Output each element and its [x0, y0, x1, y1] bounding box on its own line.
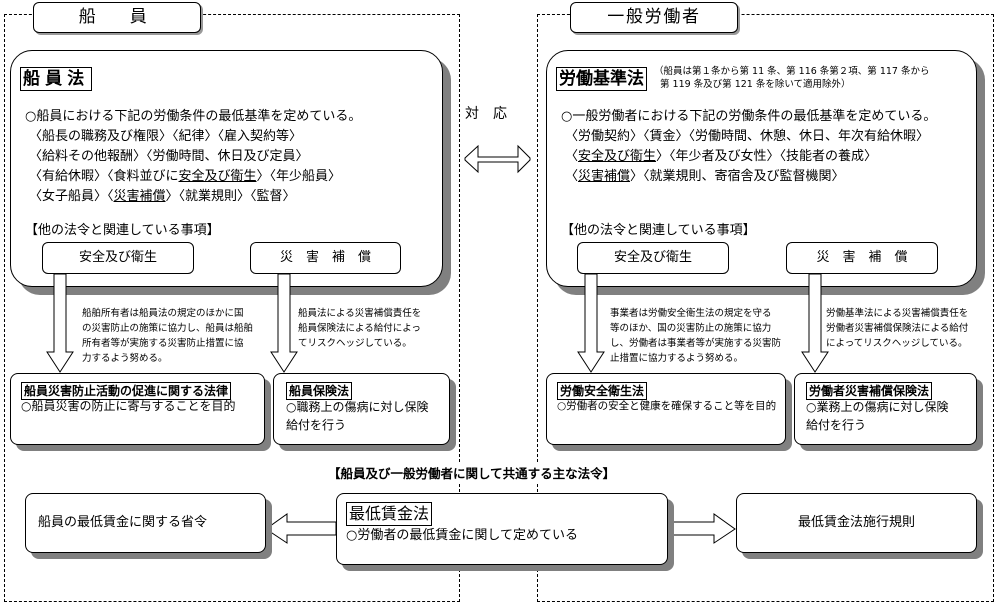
note-line: 止措置に協力するよう努める。 [610, 353, 744, 364]
labor-standards-act-intro: ○一般労働者における下記の労働条件の最低基準を定めている。 [561, 109, 937, 124]
note-line: 力するよう努める。 [82, 353, 168, 364]
law-description-line: ○職務上の傷病に対し保険 [286, 400, 429, 414]
seafarer-minimum-wage-ordinance-box: 船員の最低賃金に関する省令 [25, 493, 266, 553]
related-safety-health-box: 安全及び衛生 [577, 242, 729, 274]
down-arrow-icon [577, 273, 605, 373]
seafarer-accident-prevention-law-box: 船員災害防止活動の促進に関する法律 ○船員災害の防止に寄与することを目的 [10, 373, 265, 445]
general-worker-region [537, 14, 994, 602]
underlined-term: 安全及び衛生 [178, 169, 257, 184]
note-line: （船員は第１条から第 11 条、第 116 条第２項、第 117 条から [654, 66, 930, 77]
double-arrow-icon [464, 144, 531, 174]
note-line: 労働者災害補償保険法による給付 [826, 323, 969, 334]
law-title: 労働者災害補償保険法 [806, 382, 933, 400]
note-line: によってリスクヘッジしている。 [826, 338, 968, 349]
law-description-line: 給付を行う [286, 418, 347, 432]
line-segment: 〈労働契約〉〈賃金〉〈労働時間、休憩、休日、年次有給休暇〉 [565, 129, 930, 144]
minimum-wage-enforcement-rules-box: 最低賃金法施行規則 [736, 493, 977, 553]
law-title: 最低賃金法 [346, 502, 433, 526]
right-arrow-icon [667, 513, 736, 544]
down-arrow-icon [801, 273, 829, 373]
labor-standards-act-note: （船員は第１条から第 11 条、第 116 条第２項、第 117 条から 第 1… [654, 65, 929, 91]
law-description: ○職務上の傷病に対し保険 給付を行う [286, 398, 428, 434]
seafarer-region [4, 14, 460, 602]
workers-accident-insurance-law-box: 労働者災害補償保険法 ○業務上の傷病に対し保険 給付を行う [794, 373, 977, 445]
note-line: 所有者等が実施する災害防止措置に協 [82, 338, 244, 349]
correspondence-label: 対 応 [465, 106, 507, 122]
law-title: 船員災害防止活動の促進に関する法律 [21, 382, 232, 400]
condition-line: 〈女子船員〉〈災害補償〉〈就業規則〉〈監督〉 [29, 187, 341, 207]
line-segment: 〈給料その他報酬〉〈労働時間、休日及び定員〉 [29, 149, 309, 164]
note-line: の災害防止の施策に協力し、船員は船舶 [82, 323, 254, 334]
condition-line: 〈災害補償〉〈就業規則、寄宿舎及び監督機関〉 [565, 167, 929, 187]
law-description-line: ○業務上の傷病に対し保険 [806, 400, 949, 414]
compensation-note: 船員法による災害補償責任を 船員保険法による給付によっ てリスクヘッジしている。 [298, 306, 421, 351]
law-description: ○労働者の最低賃金に関して定めている [346, 528, 578, 543]
line-segment: 〈女子船員〉〈 [29, 189, 114, 204]
note-line: 労働基準法による災害補償責任を [826, 308, 969, 319]
left-arrow-icon [265, 513, 337, 544]
underlined-term: 災害補償 [113, 189, 166, 204]
line-segment: 〉〈年少船員〉 [256, 169, 342, 184]
seafarers-act-title: 船員法 [20, 67, 93, 91]
down-arrow-icon [46, 273, 74, 373]
condition-line: 〈有給休暇〉〈食料並びに安全及び衛生〉〈年少船員〉 [29, 167, 341, 187]
note-line: し、労働者は事業者等が実施する災害防 [610, 338, 782, 349]
line-segment: 〈有給休暇〉〈食料並びに [29, 169, 179, 184]
related-heading: 【他の法令と関連している事項】 [25, 223, 220, 238]
safety-note: 船舶所有者は船員法の規定のほかに国 の災害防止の施策に協力し、船員は船舶 所有者… [82, 306, 253, 366]
compensation-note: 労働基準法による災害補償責任を 労働者災害補償保険法による給付 によってリスクヘ… [826, 306, 968, 351]
line-segment: 〈 [565, 149, 579, 164]
condition-line: 〈労働契約〉〈賃金〉〈労働時間、休憩、休日、年次有給休暇〉 [565, 127, 929, 147]
line-segment: 〈船長の職務及び権限〉〈紀律〉〈雇入契約等〉 [29, 129, 303, 144]
related-safety-health-box: 安全及び衛生 [42, 242, 194, 274]
underlined-term: 安全及び衛生 [578, 149, 657, 164]
box-label: 船員の最低賃金に関する省令 [38, 515, 208, 530]
line-segment: 〉〈就業規則、寄宿舎及び監督機関〉 [630, 169, 845, 184]
law-description: ○業務上の傷病に対し保険 給付を行う [806, 398, 948, 434]
condition-line: 〈船長の職務及び権限〉〈紀律〉〈雇入契約等〉 [29, 127, 341, 147]
law-description: ○労働者の安全と健康を確保すること等を目的 [557, 400, 777, 412]
note-line: 船員法による災害補償責任を [298, 308, 422, 319]
common-laws-heading: 【船員及び一般労働者に関して共通する主な法令】 [328, 463, 616, 482]
note-line: 船舶所有者は船員法の規定のほかに国 [82, 308, 244, 319]
industrial-safety-health-law-box: 労働安全衛生法 ○労働者の安全と健康を確保すること等を目的 [546, 373, 786, 445]
labor-standards-act-conditions: 〈労働契約〉〈賃金〉〈労働時間、休憩、休日、年次有給休暇〉 〈安全及び衛生〉〈年… [565, 127, 929, 187]
law-description: ○船員災害の防止に寄与することを目的 [21, 399, 236, 413]
box-label: 最低賃金法施行規則 [797, 515, 915, 530]
line-segment: 〉〈就業規則〉〈監督〉 [165, 189, 296, 204]
related-accident-compensation-box: 災 害 補 償 [786, 242, 938, 274]
seafarers-act-intro: ○船員における下記の労働条件の最低基準を定めている。 [25, 109, 362, 124]
labor-standards-act-title: 労働基準法 [556, 67, 647, 91]
seafarers-act-conditions: 〈船長の職務及び権限〉〈紀律〉〈雇入契約等〉 〈給料その他報酬〉〈労働時間、休日… [29, 127, 341, 207]
underlined-term: 災害補償 [578, 169, 631, 184]
related-heading: 【他の法令と関連している事項】 [561, 223, 756, 238]
law-title: 労働安全衛生法 [557, 382, 648, 400]
seafarers-insurance-law-box: 船員保険法 ○職務上の傷病に対し保険 給付を行う [273, 373, 450, 445]
condition-line: 〈安全及び衛生〉〈年少者及び女性〉〈技能者の養成〉 [565, 147, 929, 167]
seafarer-header-tab: 船 員 [33, 2, 201, 33]
line-segment: 〈 [565, 169, 579, 184]
down-arrow-icon [270, 273, 298, 373]
note-line: てリスクヘッジしている。 [298, 338, 412, 349]
minimum-wage-act-box: 最低賃金法 ○労働者の最低賃金に関して定めている [336, 493, 668, 565]
safety-note: 事業者は労働安全衛生法の規定を守る 等のほか、国の災害防止の施策に協力 し、労働… [610, 306, 781, 366]
condition-line: 〈給料その他報酬〉〈労働時間、休日及び定員〉 [29, 147, 341, 167]
note-line: 第 119 条及び第 121 条を除いて適用除外） [660, 79, 851, 90]
general-worker-header-tab: 一般労働者 [570, 2, 738, 33]
note-line: 等のほか、国の災害防止の施策に協力 [610, 323, 772, 334]
law-title: 船員保険法 [286, 382, 353, 400]
related-accident-compensation-box: 災 害 補 償 [250, 242, 401, 274]
law-description-line: 給付を行う [806, 418, 867, 432]
note-line: 船員保険法による給付によっ [298, 323, 421, 334]
note-line: 事業者は労働安全衛生法の規定を守る [610, 308, 772, 319]
line-segment: 〉〈年少者及び女性〉〈技能者の養成〉 [656, 149, 878, 164]
